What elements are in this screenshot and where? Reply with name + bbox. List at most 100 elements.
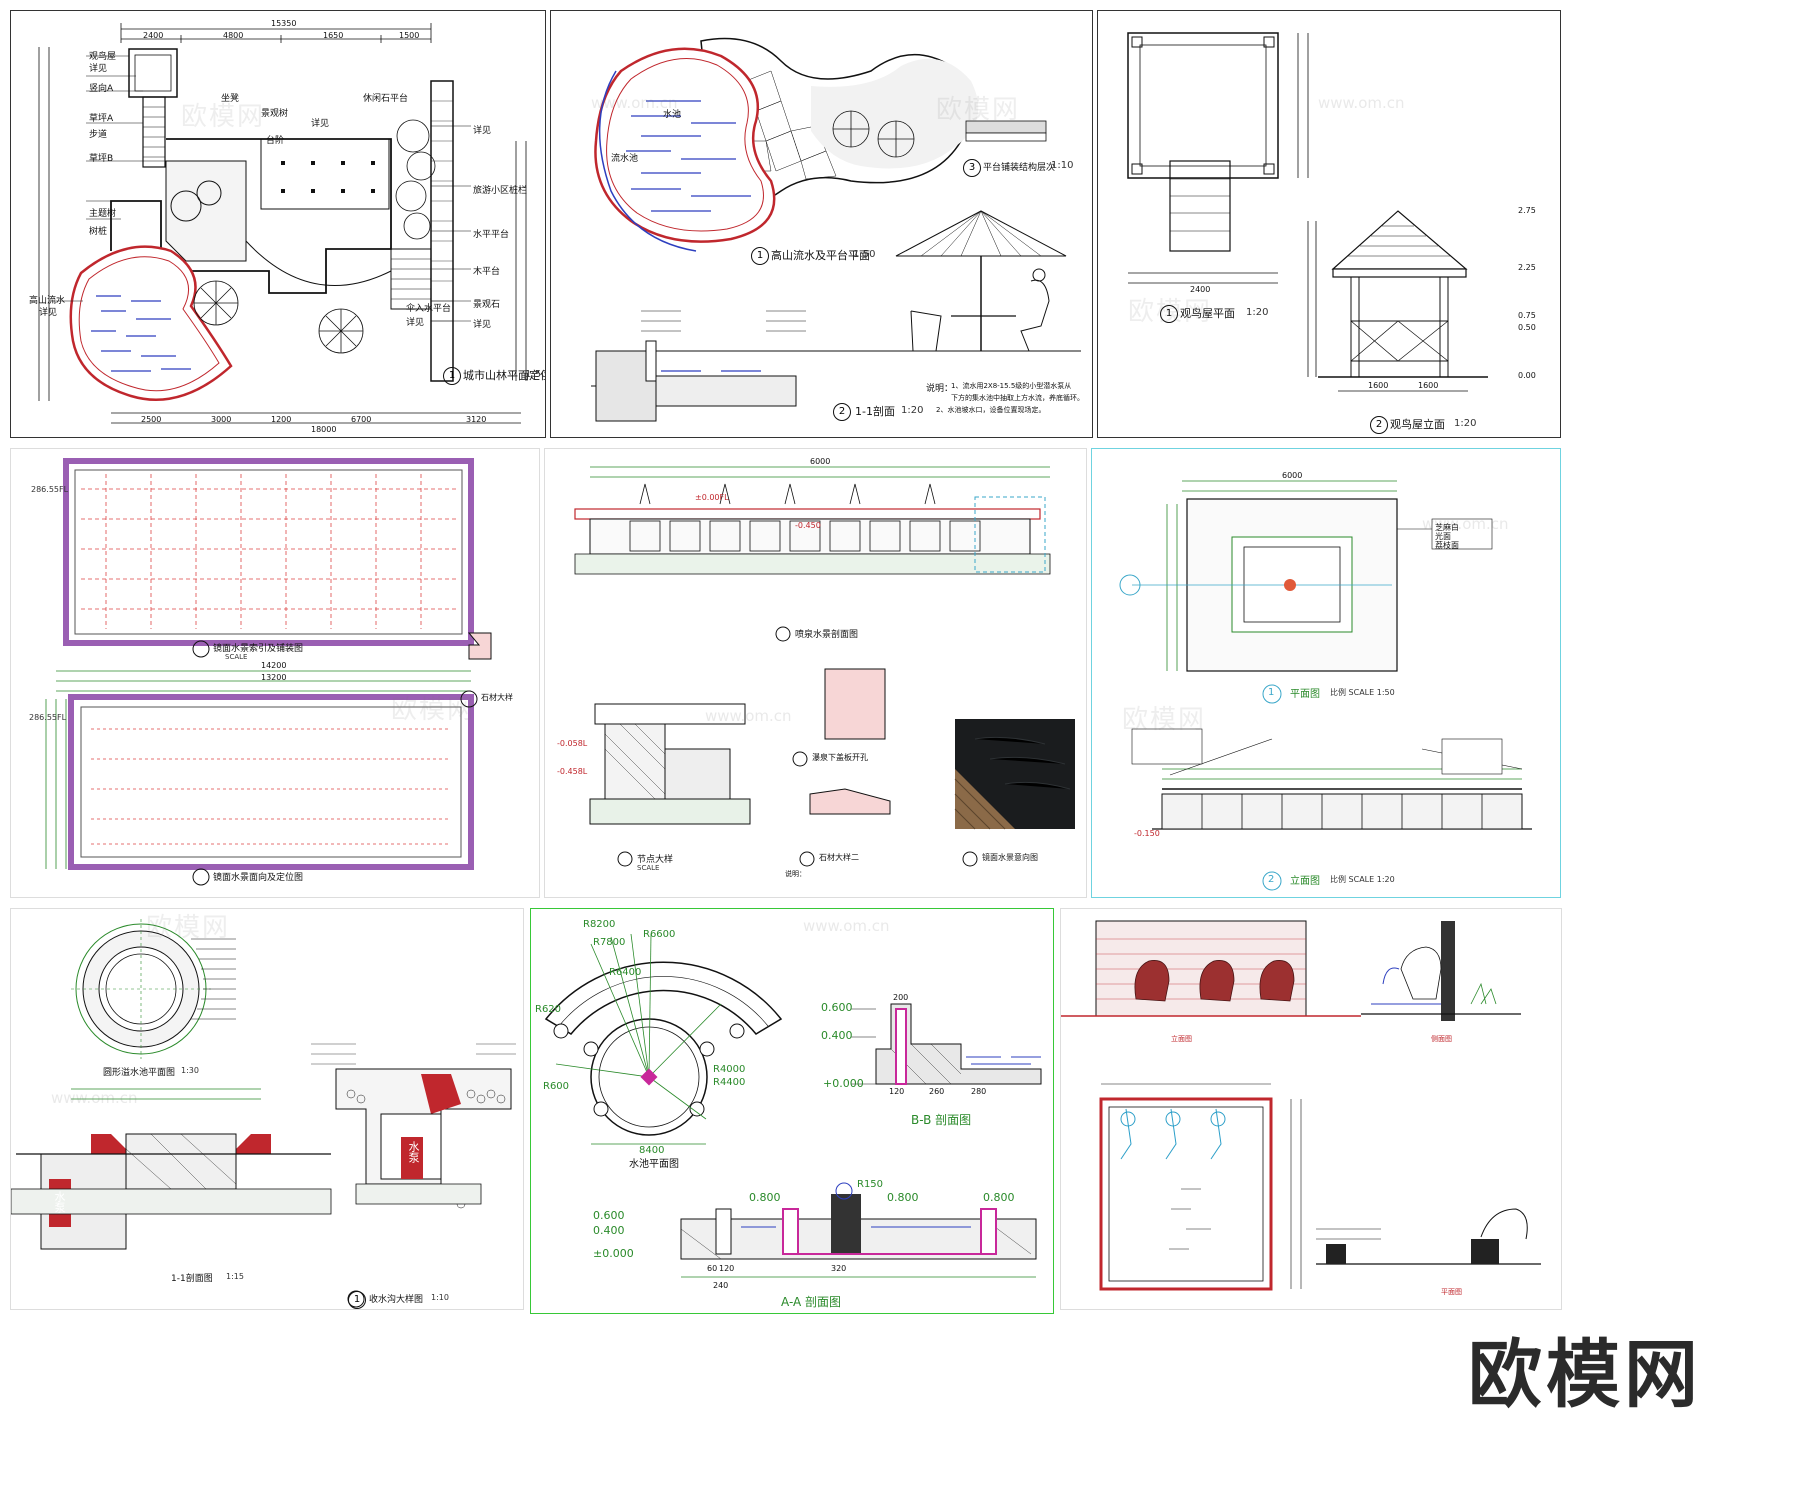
aa-level-6: 0.800 [983, 1191, 1015, 1204]
watermark-brand: 欧模网 [1128, 297, 1213, 327]
bb-dim-4: 280 [971, 1087, 987, 1096]
caption-pool-section: 1-1剖面图 [171, 1274, 213, 1284]
caption-aa-section: A-A 剖面图 [781, 1295, 842, 1309]
elephant-fountain-drawing [1061, 920, 1541, 1291]
scale-mirror-top: SCALE [225, 653, 248, 661]
label-landscape-stone: 景观石 [473, 300, 501, 310]
label-fence: 旅游小区桩栏 [473, 186, 528, 196]
sheet-arc-pool: 水池平面图 B-B 剖面图 A-A 剖面图 R8200 R7800 R6600 … [530, 908, 1054, 1314]
label-pump: 水泵 [53, 1191, 66, 1213]
note-3: 2、水池坡水口，设备位置现场定。 [936, 406, 1046, 414]
scale-round-pool: 1:30 [181, 1066, 199, 1075]
bird-house-drawing [1127, 32, 1488, 392]
scale-city-forest-plan: 1:50 [525, 369, 546, 380]
caption-elev: 立面图 [1290, 876, 1320, 887]
caption-photo: 镜面水景意向图 [982, 853, 1038, 862]
level-3: -0.058L [557, 739, 588, 748]
dim-top-1: 2400 [143, 31, 164, 40]
level-2: -0.450 [795, 521, 821, 530]
scale-elev: 比例 SCALE 1:20 [1330, 875, 1395, 884]
dim-elev-2: 2.25 [1518, 263, 1536, 272]
caption-stone-detail: 石材大样 [481, 693, 513, 702]
caption-section: 1-1剖面 [855, 405, 895, 418]
radius-7: R620 [535, 1004, 562, 1015]
aa-level-5: 0.800 [887, 1191, 919, 1204]
watermark-brand: 欧模网 [1122, 705, 1207, 735]
watermark-url: www.om.cn [705, 707, 792, 725]
caption-plan: 平面图 [1290, 689, 1320, 700]
scale-pool-section: 1:15 [226, 1272, 244, 1281]
index-section: 2 [833, 403, 851, 421]
brand-watermark: 欧模网 [1468, 1332, 1702, 1418]
dim-fountain-top: 6000 [810, 457, 831, 466]
label-steps: 台阶 [266, 136, 285, 146]
scale-gutter: 1:10 [431, 1293, 449, 1302]
index-layers: 3 [963, 159, 981, 177]
caption-gutter: 收水沟大样图 [369, 1295, 424, 1305]
label-see-3: 详见 [311, 119, 330, 129]
dim-bottom-1: 2500 [141, 415, 162, 424]
bb-level-2: 0.400 [821, 1029, 853, 1042]
caption-mirror-position: 镜面水景面向及定位图 [213, 873, 304, 883]
legend-row-3: 荔枝面 [1435, 541, 1459, 550]
mirror-water-drawing [45, 458, 492, 886]
label-mountain-stream: 高山流水 [29, 296, 66, 306]
radius-4: R6400 [609, 967, 642, 978]
label-bird-house: 观鸟屋 [89, 52, 117, 62]
dim-elev-3: 0.75 [1518, 311, 1536, 320]
sheet-round-pool: 圆形溢水池平面图 1:30 1-1剖面图 1:15 1 收水沟大样图 1:10 … [10, 908, 524, 1310]
dim-elev-4: 0.50 [1518, 323, 1536, 332]
dim-width: 6000 [1282, 471, 1303, 480]
label-see-6: 详见 [406, 318, 425, 328]
caption-round-pool: 圆形溢水池平面图 [103, 1068, 176, 1078]
sheet-plan-elevation: 1 平面图 比例 SCALE 1:50 2 立面图 比例 SCALE 1:20 … [1091, 448, 1561, 898]
aa-dim-3: 320 [831, 1264, 847, 1273]
dim-inner: 13200 [261, 673, 287, 682]
dim-elev-1: 2.75 [1518, 206, 1536, 215]
label-water-platform: 水平平台 [473, 230, 510, 240]
note-1: 1、流水用2X8-15.5级的小型潜水泵从 [951, 382, 1072, 390]
watermark-url: www.om.cn [51, 1089, 138, 1107]
aa-radius-note: R150 [857, 1179, 884, 1190]
level-4: -0.458L [557, 767, 588, 776]
dim-elev-5: 0.00 [1518, 371, 1536, 380]
legend-row-1: 芝麻白 [1435, 523, 1459, 532]
dim-top-total: 15350 [271, 19, 297, 28]
bb-level-3: +0.000 [823, 1077, 864, 1090]
round-pool-drawing [11, 919, 516, 1308]
scale-bird-plan: 1:20 [1246, 307, 1269, 318]
bb-dim-3: 260 [929, 1087, 945, 1096]
bb-dim-2: 120 [889, 1087, 905, 1096]
scale-bird-elev: 1:20 [1454, 418, 1477, 429]
index-plan: 1 [1268, 687, 1275, 698]
dim-bottom-4: 6700 [351, 415, 372, 424]
dim-elev-bottom-2: 1600 [1418, 381, 1439, 390]
level-water: -0.150 [1134, 829, 1160, 838]
radius-1: R8200 [583, 919, 616, 930]
dim-elev-bottom-1: 1600 [1368, 381, 1389, 390]
label-theme-tree: 主题树 [89, 209, 117, 219]
watermark-brand: 欧模网 [391, 695, 476, 725]
aa-level-4: ±0.000 [593, 1247, 634, 1260]
caption-bird-elev: 观鸟屋立面 [1390, 418, 1445, 431]
sheet-stream-platform: 水池 流水池 1 高山流水及平台平面 1:50 3 平台铺装结构层次 1:10 … [550, 10, 1093, 438]
sheet-fountain-section: 喷泉水景剖面图 节点大样 SCALE 瀑泉下盖板开孔 石材大样二 镜面水景意向图… [544, 448, 1087, 898]
caption-stone-detail-2: 石材大样二 [819, 853, 859, 862]
aa-dim-total: 240 [713, 1281, 729, 1290]
sheet-elephant-fountain: 立面图 侧面图 平面图 [1060, 908, 1562, 1310]
note-title: 说明： [785, 870, 806, 878]
label-see-2: 详见 [39, 308, 58, 318]
index-plan: 1 [751, 247, 769, 265]
label-see-1: 详见 [89, 64, 108, 74]
plan-elevation-drawing [1119, 480, 1532, 891]
bb-dim-1: 200 [893, 993, 909, 1002]
level-top: 286.55FL [31, 485, 69, 494]
scale-node: SCALE [637, 864, 660, 872]
label-stream: 流水池 [611, 154, 639, 164]
radius-6: R4400 [713, 1077, 746, 1088]
watermark-brand: 欧模网 [146, 913, 231, 943]
dim-top-3: 1650 [323, 31, 344, 40]
dim-plan-total: 2400 [1190, 285, 1211, 294]
stream-platform-drawing [591, 37, 1081, 422]
caption-fountain-section: 喷泉水景剖面图 [795, 630, 859, 640]
